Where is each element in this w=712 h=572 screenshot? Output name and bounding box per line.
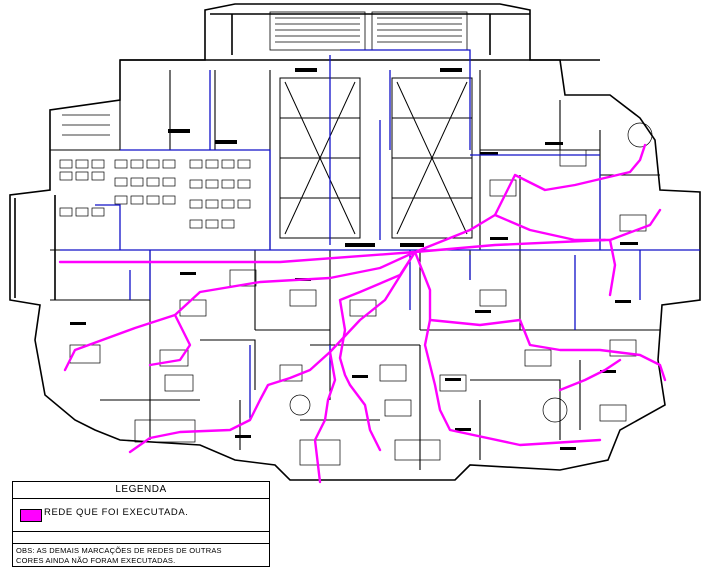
outlet-markers bbox=[70, 68, 638, 450]
other-network-lines bbox=[60, 49, 700, 420]
executed-network-lines bbox=[58, 143, 667, 484]
legend-spacer bbox=[13, 532, 269, 544]
legend-item-label: REDE QUE FOI EXECUTADA. bbox=[44, 507, 189, 518]
magenta-swatch bbox=[20, 509, 42, 522]
legend-item-executed: REDE QUE FOI EXECUTADA. bbox=[13, 499, 269, 532]
legend-note: OBS: AS DEMAIS MARCAÇÕES DE REDES DE OUT… bbox=[13, 544, 269, 568]
furniture-workstations bbox=[59, 114, 653, 466]
legend-note-line2: CORES AINDA NÃO FORAM EXECUTADAS. bbox=[16, 556, 176, 565]
legend-box: LEGENDA REDE QUE FOI EXECUTADA. OBS: AS … bbox=[12, 481, 270, 567]
legend-title: LEGENDA bbox=[13, 482, 269, 499]
core-shafts bbox=[279, 77, 473, 239]
legend-note-line1: OBS: AS DEMAIS MARCAÇÕES DE REDES DE OUT… bbox=[16, 546, 222, 555]
building-walls bbox=[9, 3, 701, 481]
stairs bbox=[269, 11, 468, 51]
